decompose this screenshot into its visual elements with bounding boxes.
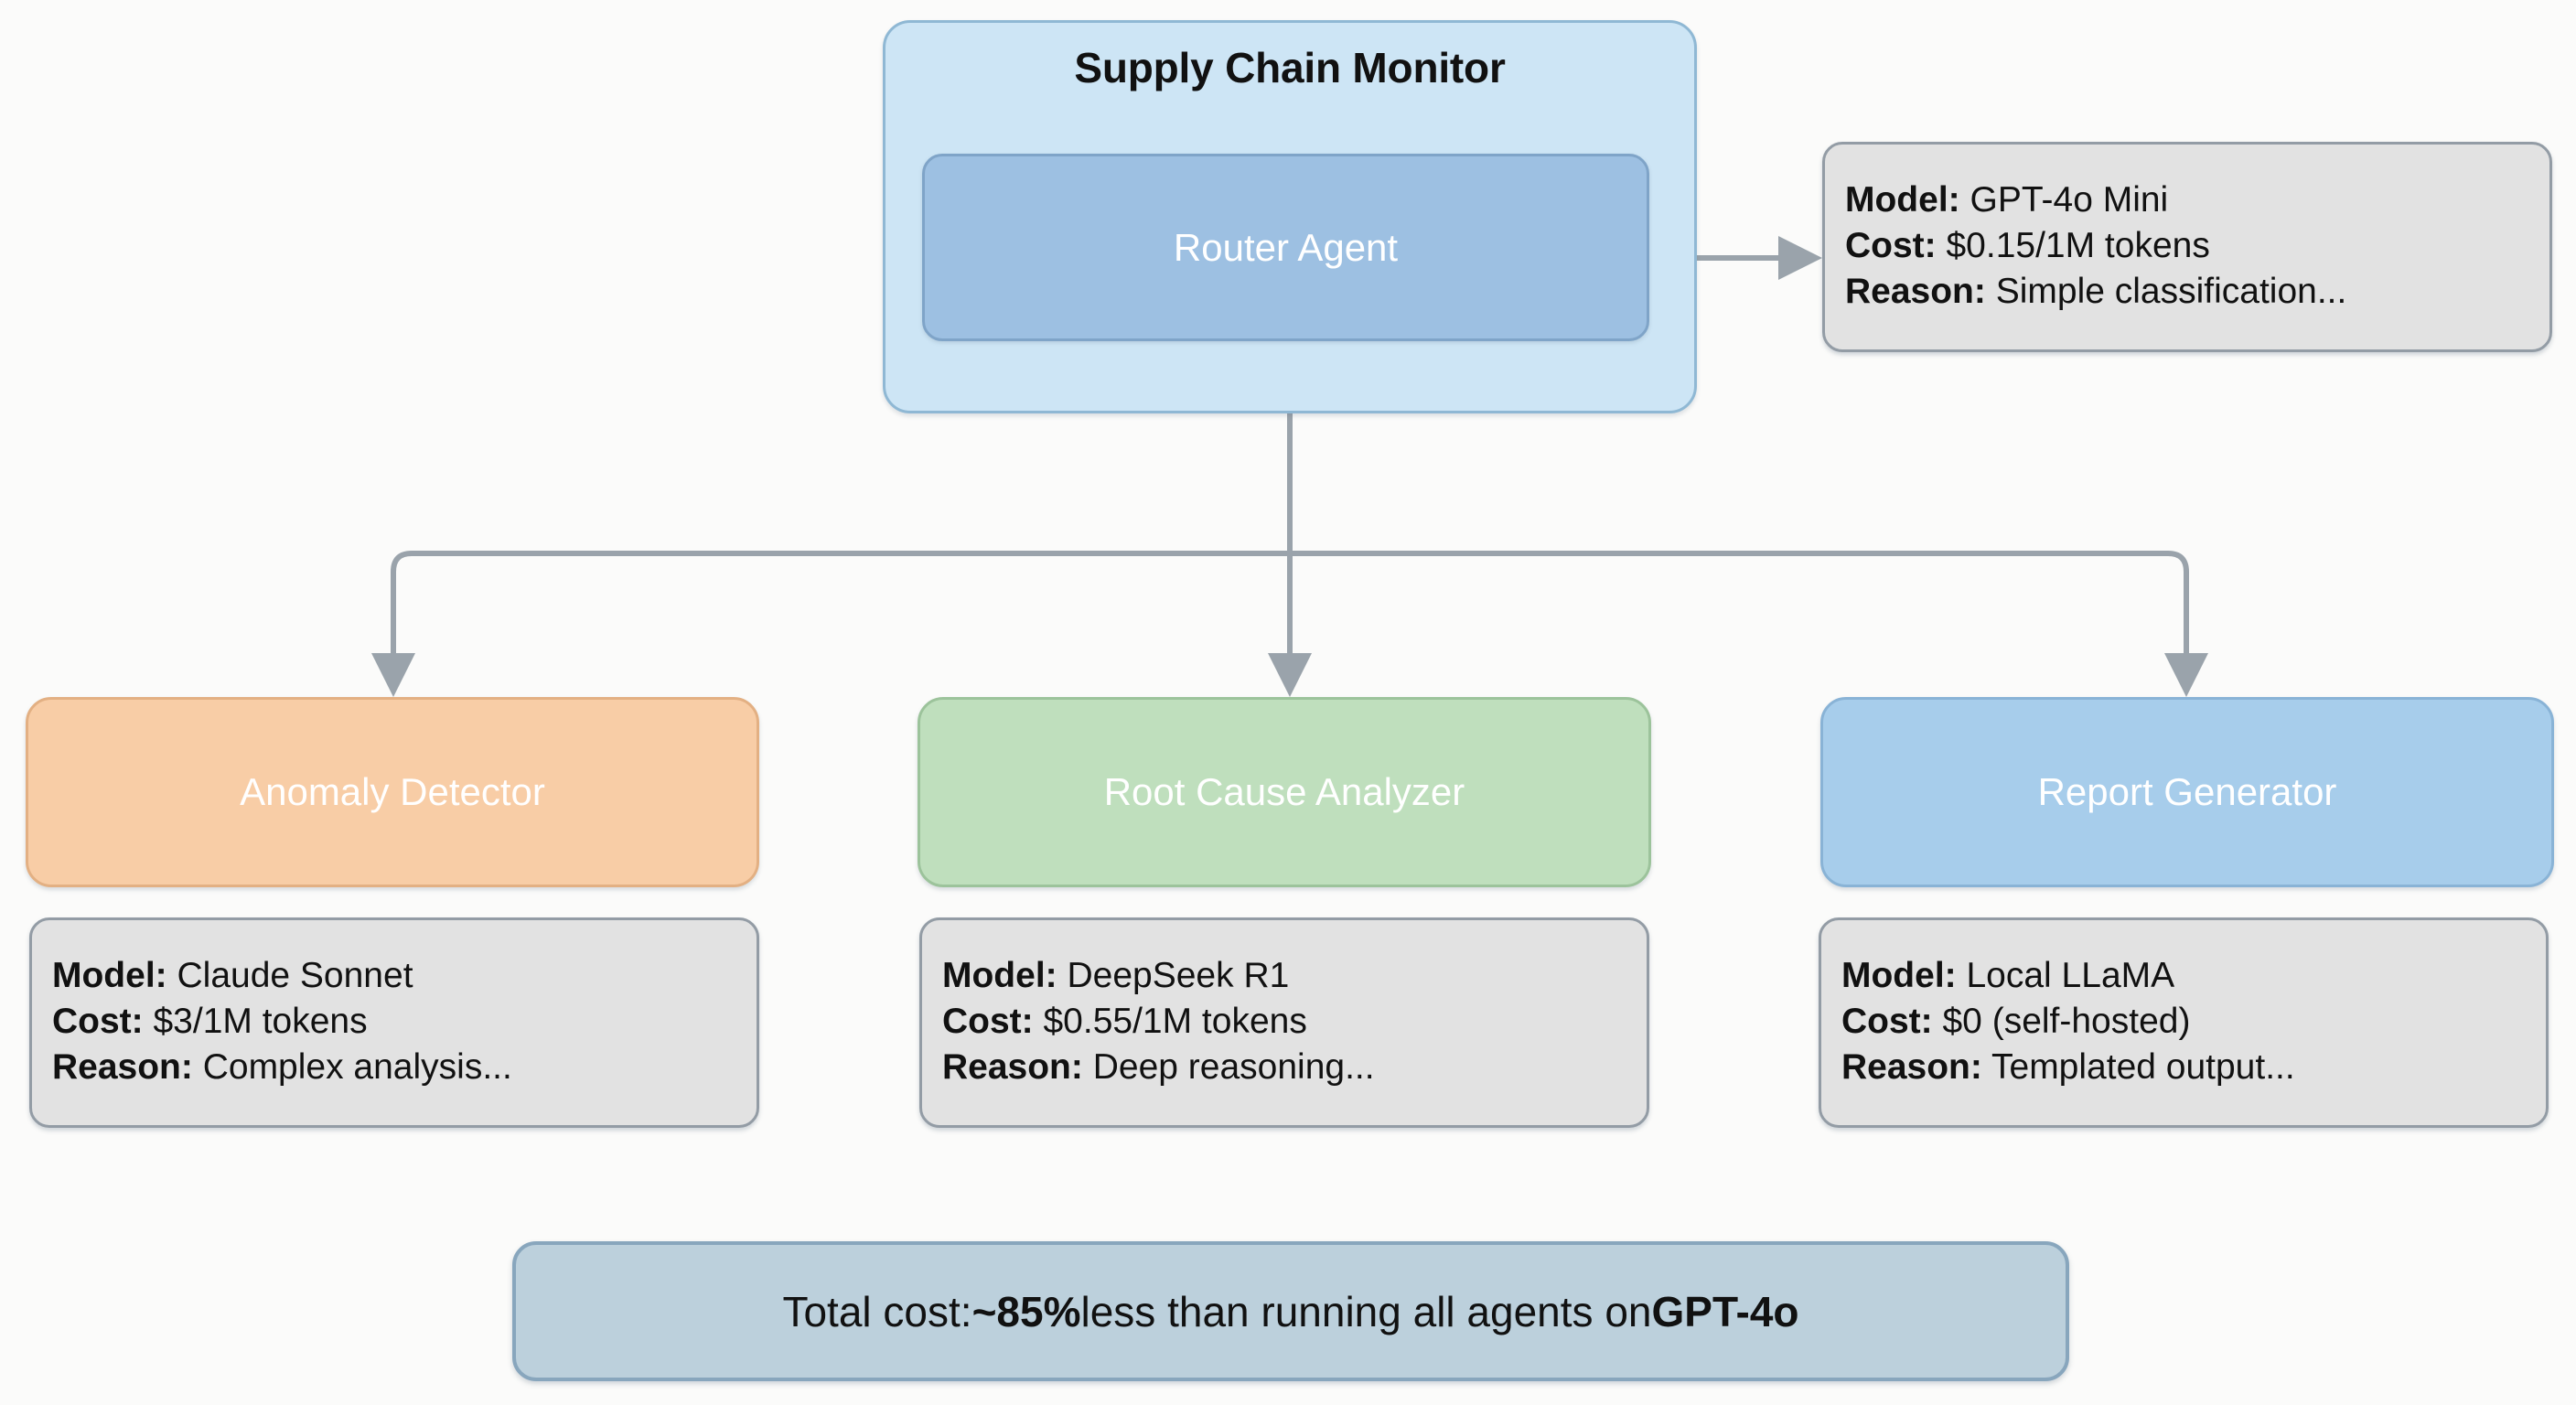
edge-distribution-bar — [391, 551, 2189, 581]
info-value-model: Local LLaMA — [1956, 956, 2175, 996]
info-box-anomaly-detector: Model: Claude Sonnet Cost: $3/1M tokens … — [29, 917, 759, 1128]
info-value-reason: Complex analysis... — [192, 1046, 512, 1087]
info-label-reason: Reason: — [1845, 271, 1986, 311]
info-value-cost: $3/1M tokens — [143, 1002, 368, 1042]
edge-to-anomaly-detector — [371, 578, 415, 697]
info-value-model: Claude Sonnet — [166, 956, 413, 996]
info-line-model: Model: GPT-4o Mini — [1845, 177, 2529, 223]
info-value-cost: $0.15/1M tokens — [1936, 226, 2210, 266]
info-label-model: Model: — [1841, 956, 1957, 996]
node-root-cause-analyzer[interactable]: Root Cause Analyzer — [918, 697, 1651, 887]
info-value-model: GPT-4o Mini — [1959, 180, 2169, 220]
node-report-generator[interactable]: Report Generator — [1820, 697, 2554, 887]
info-label-model: Model: — [1845, 180, 1960, 220]
info-value-cost: $0 (self-hosted) — [1932, 1002, 2191, 1042]
node-anomaly-detector[interactable]: Anomaly Detector — [26, 697, 759, 887]
banner-highlight-model: GPT-4o — [1651, 1287, 1799, 1335]
info-label-reason: Reason: — [52, 1046, 193, 1087]
info-label-cost: Cost: — [942, 1002, 1034, 1042]
info-value-reason: Simple classification... — [1985, 271, 2347, 311]
node-anomaly-detector-label: Anomaly Detector — [240, 770, 545, 813]
cluster-title: Supply Chain Monitor — [1074, 44, 1506, 91]
info-line-reason: Reason: Templated output... — [1841, 1045, 2526, 1090]
info-line-model: Model: Local LLaMA — [1841, 953, 2526, 999]
banner-middle: less than running all agents on — [1080, 1287, 1652, 1335]
info-line-reason: Reason: Deep reasoning... — [942, 1045, 1626, 1090]
edge-to-report-generator — [2164, 578, 2208, 697]
info-line-model: Model: Claude Sonnet — [52, 953, 736, 999]
info-value-model: DeepSeek R1 — [1057, 956, 1290, 996]
info-line-cost: Cost: $3/1M tokens — [52, 999, 736, 1045]
info-label-cost: Cost: — [52, 1002, 144, 1042]
info-line-cost: Cost: $0.55/1M tokens — [942, 999, 1626, 1045]
info-box-router-agent: Model: GPT-4o Mini Cost: $0.15/1M tokens… — [1822, 142, 2552, 352]
banner-prefix: Total cost: — [782, 1287, 972, 1335]
info-label-model: Model: — [52, 956, 167, 996]
info-box-report-generator: Model: Local LLaMA Cost: $0 (self-hosted… — [1819, 917, 2549, 1128]
info-label-model: Model: — [942, 956, 1057, 996]
info-label-reason: Reason: — [942, 1046, 1083, 1087]
info-value-cost: $0.55/1M tokens — [1033, 1002, 1307, 1042]
info-line-cost: Cost: $0.15/1M tokens — [1845, 223, 2529, 269]
info-line-reason: Reason: Simple classification... — [1845, 269, 2529, 315]
total-cost-banner: Total cost: ~85% less than running all a… — [512, 1241, 2069, 1381]
edge-to-root-cause-analyzer — [1268, 553, 1312, 697]
info-line-reason: Reason: Complex analysis... — [52, 1045, 736, 1090]
info-box-root-cause-analyzer: Model: DeepSeek R1 Cost: $0.55/1M tokens… — [919, 917, 1649, 1128]
node-router-agent[interactable]: Router Agent — [922, 154, 1649, 341]
banner-highlight-percent: ~85% — [971, 1287, 1081, 1335]
info-label-cost: Cost: — [1841, 1002, 1933, 1042]
info-line-model: Model: DeepSeek R1 — [942, 953, 1626, 999]
node-report-generator-label: Report Generator — [2037, 770, 2337, 813]
info-label-reason: Reason: — [1841, 1046, 1982, 1087]
info-label-cost: Cost: — [1845, 226, 1937, 266]
node-root-cause-analyzer-label: Root Cause Analyzer — [1103, 770, 1465, 813]
info-value-reason: Templated output... — [1981, 1046, 2295, 1087]
cluster-supply-chain-monitor[interactable]: Supply Chain Monitor Router Agent — [883, 20, 1697, 413]
info-value-reason: Deep reasoning... — [1082, 1046, 1375, 1087]
node-router-agent-label: Router Agent — [1173, 225, 1399, 269]
info-line-cost: Cost: $0 (self-hosted) — [1841, 999, 2526, 1045]
